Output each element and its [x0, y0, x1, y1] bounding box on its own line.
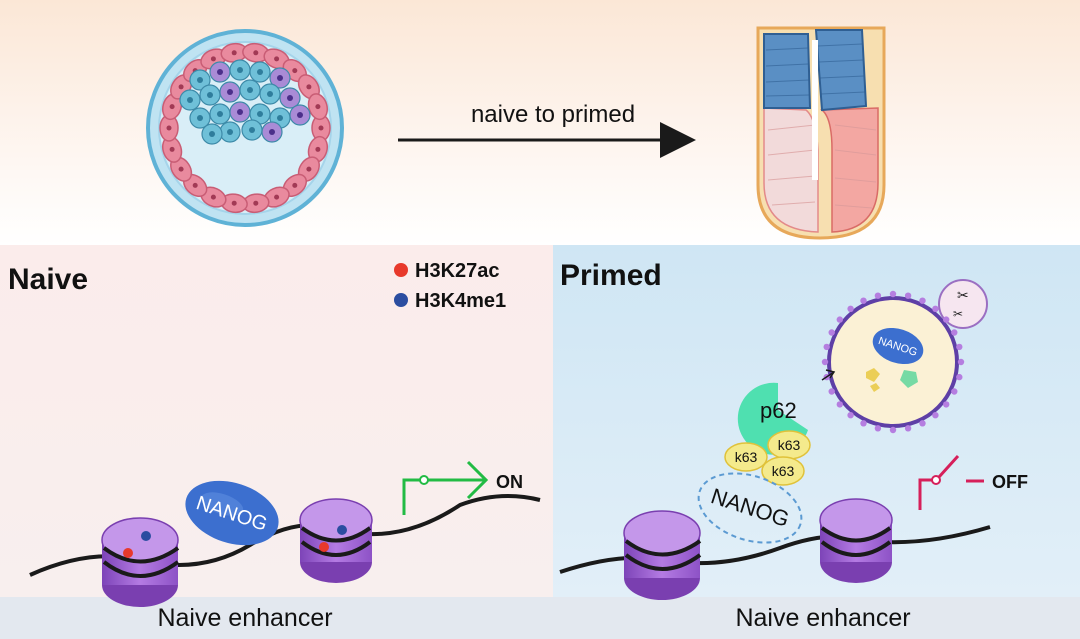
autophagosome-surface-dot — [904, 292, 912, 299]
legend-dot-h3k4me1 — [394, 293, 408, 307]
naive-to-primed-arrow: naive to primed — [398, 101, 696, 158]
autophagosome-surface-dot — [823, 343, 830, 351]
autophagosome-surface-dot — [860, 420, 867, 427]
autophagosome-surface-dot — [951, 388, 958, 395]
k63-label: k63 — [735, 449, 758, 465]
autophagosome-surface-dot — [874, 425, 882, 432]
autophagosome-surface-dot — [847, 305, 854, 312]
naive-on-switch: ON — [402, 460, 523, 515]
svg-text:✂: ✂ — [957, 287, 969, 303]
blastocyst-illustration — [146, 29, 344, 227]
k63-label: k63 — [778, 437, 801, 453]
primed-nucleosome-2 — [819, 498, 893, 583]
footer-band — [0, 597, 1080, 639]
naive-nucleosome-1 — [101, 517, 180, 607]
autophagosome-surface-dot — [904, 425, 912, 432]
primed-nucleosome-1 — [623, 510, 702, 600]
autophagosome-surface-dot — [874, 292, 882, 299]
autophagosome-surface-dot — [919, 420, 926, 427]
off-label: OFF — [992, 472, 1028, 492]
primed-title: Primed — [560, 259, 662, 292]
h3k27ac-mark — [123, 548, 133, 558]
h3k4me1-mark — [141, 531, 151, 541]
naive-nanog-protein: NANOG — [185, 480, 279, 546]
p62-label: p62 — [760, 398, 797, 423]
autophagosome-surface-dot — [836, 401, 843, 408]
legend-dot-h3k27ac — [394, 263, 408, 277]
autophagosome-surface-dot — [951, 329, 958, 336]
naive-title: Naive — [8, 263, 88, 296]
naive-footer-label: Naive enhancer — [157, 604, 332, 632]
autophagosome-surface-dot — [828, 388, 835, 395]
h3k27ac-mark — [319, 542, 329, 552]
autophagosome-surface-dot — [932, 412, 939, 419]
egg-cylinder-illustration — [756, 26, 886, 240]
legend-label-h3k27ac: H3K27ac — [415, 260, 500, 282]
k63-ubiquitin-chain: k63 k63 k63 — [724, 430, 811, 486]
h3k4me1-mark — [337, 525, 347, 535]
primed-nanog-label: NANOG — [708, 483, 792, 532]
naive-panel-background — [0, 245, 553, 597]
autophagosome-surface-dot — [860, 297, 867, 304]
svg-text:✂: ✂ — [953, 307, 963, 321]
naive-nucleosome-2 — [299, 498, 373, 583]
autophagosome-surface-dot — [847, 412, 854, 419]
primed-off-switch: OFF — [918, 454, 1028, 510]
autophagosome-surface-dot — [836, 316, 843, 323]
autophagosome-surface-dot — [957, 358, 965, 366]
primed-footer-label: Naive enhancer — [735, 604, 910, 632]
autophagosome-surface-dot — [889, 290, 897, 298]
autophagosome-surface-dot — [943, 316, 950, 323]
autophagosome-surface-dot — [821, 358, 829, 366]
transition-label: naive to primed — [471, 101, 635, 128]
autophagosome-surface-dot — [943, 401, 950, 408]
k63-label: k63 — [772, 463, 795, 479]
autophagosome-surface-dot — [828, 329, 835, 336]
autophagosome: ✂ ✂ NANOG — [821, 279, 988, 434]
autophagosome-surface-dot — [919, 297, 926, 304]
autophagosome-surface-dot — [932, 305, 939, 312]
on-label: ON — [496, 472, 523, 492]
legend: H3K27ac H3K4me1 — [394, 260, 506, 312]
autophagosome-surface-dot — [956, 373, 963, 381]
autophagosome-surface-dot — [889, 426, 897, 434]
autophagosome-surface-dot — [956, 343, 963, 351]
legend-label-h3k4me1: H3K4me1 — [415, 290, 506, 312]
